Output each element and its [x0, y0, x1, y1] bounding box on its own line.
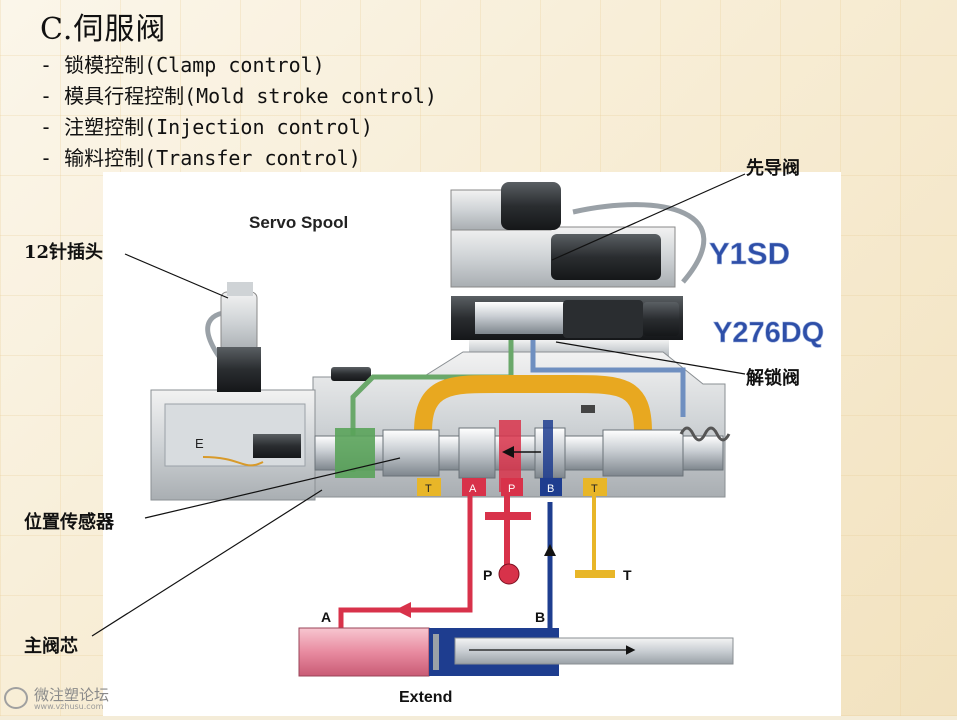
port-label-p: P	[508, 483, 515, 495]
connector-12pin	[205, 282, 261, 392]
callout-connector: 12针插头	[24, 242, 104, 263]
position-sensor-housing: E	[150, 389, 316, 501]
watermark-url: www.vzhusu.com	[34, 702, 104, 711]
port-label-t-left: T	[425, 483, 432, 495]
watermark-name: 微注塑论坛	[34, 686, 110, 704]
pressure-manifold	[485, 512, 531, 520]
pump-label: P	[483, 567, 492, 583]
port-label-b: B	[547, 483, 554, 495]
callout-main-spool: 主阀芯	[24, 636, 78, 657]
hydraulic-cylinder	[298, 627, 734, 677]
port-label-t-right: T	[591, 483, 598, 495]
bullet-item: - 注塑控制(Injection control)	[40, 115, 373, 139]
cylinder-port-b-label: B	[535, 609, 545, 625]
flow-arrow-b	[544, 544, 556, 556]
tank-gallery	[414, 374, 652, 433]
slide-title: C.伺服阀	[40, 12, 167, 47]
port-label-a: A	[469, 483, 477, 495]
bullet-item: - 模具行程控制(Mold stroke control)	[40, 84, 437, 108]
unlock-valve	[451, 296, 683, 358]
tank-symbol	[575, 570, 615, 578]
callout-position-sensor: 位置传感器	[24, 512, 114, 533]
callout-unlock-valve: 解锁阀	[746, 368, 800, 389]
port-blocks: T A P B T	[417, 478, 607, 496]
cylinder-port-a-label: A	[321, 609, 331, 625]
watermark: 微注塑论坛 www.vzhusu.com	[4, 684, 114, 712]
diagram-panel: Servo Spool Y1SD Y276DQ	[103, 172, 841, 716]
model-label-y276dq: Y276DQ	[713, 317, 824, 349]
cylinder-caption: Extend	[399, 689, 452, 706]
callout-pilot-valve: 先导阀	[746, 158, 800, 179]
pump-symbol	[498, 563, 520, 585]
line-a	[338, 496, 473, 628]
tank-label: T	[623, 567, 632, 583]
forum-logo-icon	[4, 687, 28, 709]
pilot-valve	[450, 182, 707, 288]
pilot-duct-green	[350, 340, 514, 472]
servo-valve-diagram: Servo Spool Y1SD Y276DQ	[150, 182, 825, 706]
bullet-item: - 锁模控制(Clamp control)	[40, 53, 325, 77]
sensor-mark: E	[195, 436, 204, 451]
model-label-y1sd: Y1SD	[709, 236, 790, 271]
bullet-list: - 锁模控制(Clamp control) - 模具行程控制(Mold stro…	[40, 50, 437, 174]
bullet-item: - 输料控制(Transfer control)	[40, 146, 361, 170]
diagram-heading: Servo Spool	[249, 213, 348, 232]
